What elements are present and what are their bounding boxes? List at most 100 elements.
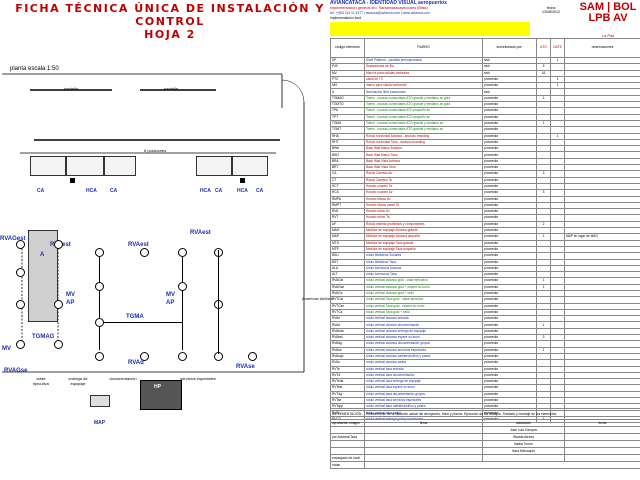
counter <box>196 156 232 176</box>
counter <box>104 156 136 176</box>
counter-label-ca: CA <box>110 188 118 194</box>
seat-marker <box>240 178 245 183</box>
technical-sheet: AVIANCATACA - IDENTIDAD VISUAL aeropuert… <box>330 0 640 480</box>
zone-label: clase ejecutiva <box>33 376 49 386</box>
queue-line <box>99 250 100 350</box>
label-rvad: RVAd <box>128 360 144 366</box>
zone-label: documentación <box>109 376 137 381</box>
city-label: La Paz <box>601 33 615 38</box>
sheet-header: AVIANCATACA - IDENTIDAD VISUAL aeropuert… <box>330 0 447 6</box>
label-hp: HP <box>154 384 161 390</box>
label-mv: MV <box>166 292 175 298</box>
route-line-2: LPB AV <box>588 12 628 24</box>
label-rvagest: RVAGest <box>0 236 26 242</box>
queue-line <box>100 322 182 323</box>
counter <box>66 156 104 176</box>
counter-label-ca: CA <box>37 188 45 194</box>
zone-label: servicios especiales <box>180 376 216 381</box>
pantalla-label: pantalla <box>64 86 79 91</box>
post-marker <box>178 248 187 257</box>
post-marker <box>140 352 149 361</box>
approver-name: Nadia Torres <box>482 440 565 448</box>
post-marker <box>95 248 104 257</box>
label-mv: MV <box>66 292 75 298</box>
post-marker <box>95 318 104 327</box>
col-rubro: RUBRO <box>364 38 483 58</box>
label-map: MAP <box>94 420 106 426</box>
counter <box>232 156 268 176</box>
route-code: SAM | BOL LPB AV <box>576 2 640 24</box>
queue-line <box>182 250 183 350</box>
post-marker <box>16 300 25 309</box>
post-marker <box>95 352 104 361</box>
highlight-band <box>330 22 530 36</box>
label-rvaest: RVAest <box>190 230 211 236</box>
col-sum: suministrado por: <box>482 38 537 58</box>
page-title: FICHA TÉCNICA ÚNICA DE INSTALACIÓN Y CON… <box>15 2 325 41</box>
counter-label-hca: HCA <box>86 188 97 194</box>
notas-label: notas <box>330 461 365 469</box>
pantalla-label: pantalla <box>164 86 179 91</box>
col-code: código elemento <box>330 38 365 58</box>
label-ap: AP <box>166 300 175 306</box>
date-block: fecha 13/08/2012 <box>535 6 567 14</box>
counter-label-ca: CA <box>256 188 264 194</box>
zone-label: entrega de equipaje <box>68 376 88 386</box>
counter-label-ca: CA <box>215 188 223 194</box>
post-marker <box>178 282 187 291</box>
impl-label: IMPLEMENTACIÓN <box>330 408 365 420</box>
col-obs: observaciones <box>564 38 640 58</box>
label-tgma: TGMA <box>126 314 144 320</box>
label-rvaest: RVAest <box>128 242 149 248</box>
post-marker <box>16 268 25 277</box>
post-marker <box>54 240 63 249</box>
counter-label-hca: HCA <box>237 188 248 194</box>
map-element <box>90 395 110 407</box>
encargado-label: encargado de local <box>330 454 365 462</box>
aprob-label: aprobación imagen <box>330 419 365 427</box>
sheet-impl: implementación bool <box>330 16 362 20</box>
label-tgmag: TGMAG <box>32 334 55 340</box>
post-marker <box>54 340 63 349</box>
firma-header: firma <box>364 419 483 427</box>
gold-area <box>28 230 58 322</box>
por-label: por Avianca/Taca <box>330 433 365 441</box>
post-marker <box>178 352 187 361</box>
aclaracion-header: aclaración <box>482 419 565 427</box>
hp-element <box>140 380 182 410</box>
scale-label: planta escala 1:50 <box>10 66 59 72</box>
label-ap: AP <box>66 300 75 306</box>
post-marker <box>16 340 25 349</box>
label-rvagse: RVAGse <box>4 368 28 374</box>
positions-label: 6 posiciones <box>144 148 167 153</box>
approver-name: José Luis Campos <box>482 426 565 434</box>
queue-line <box>218 250 219 354</box>
american-airlines-label: American Airlines <box>302 296 333 301</box>
fecha-header: fecha <box>564 419 640 427</box>
sheet-contact: tel: +(591 2)4 11 4377 | avianca@avianca… <box>330 11 430 15</box>
